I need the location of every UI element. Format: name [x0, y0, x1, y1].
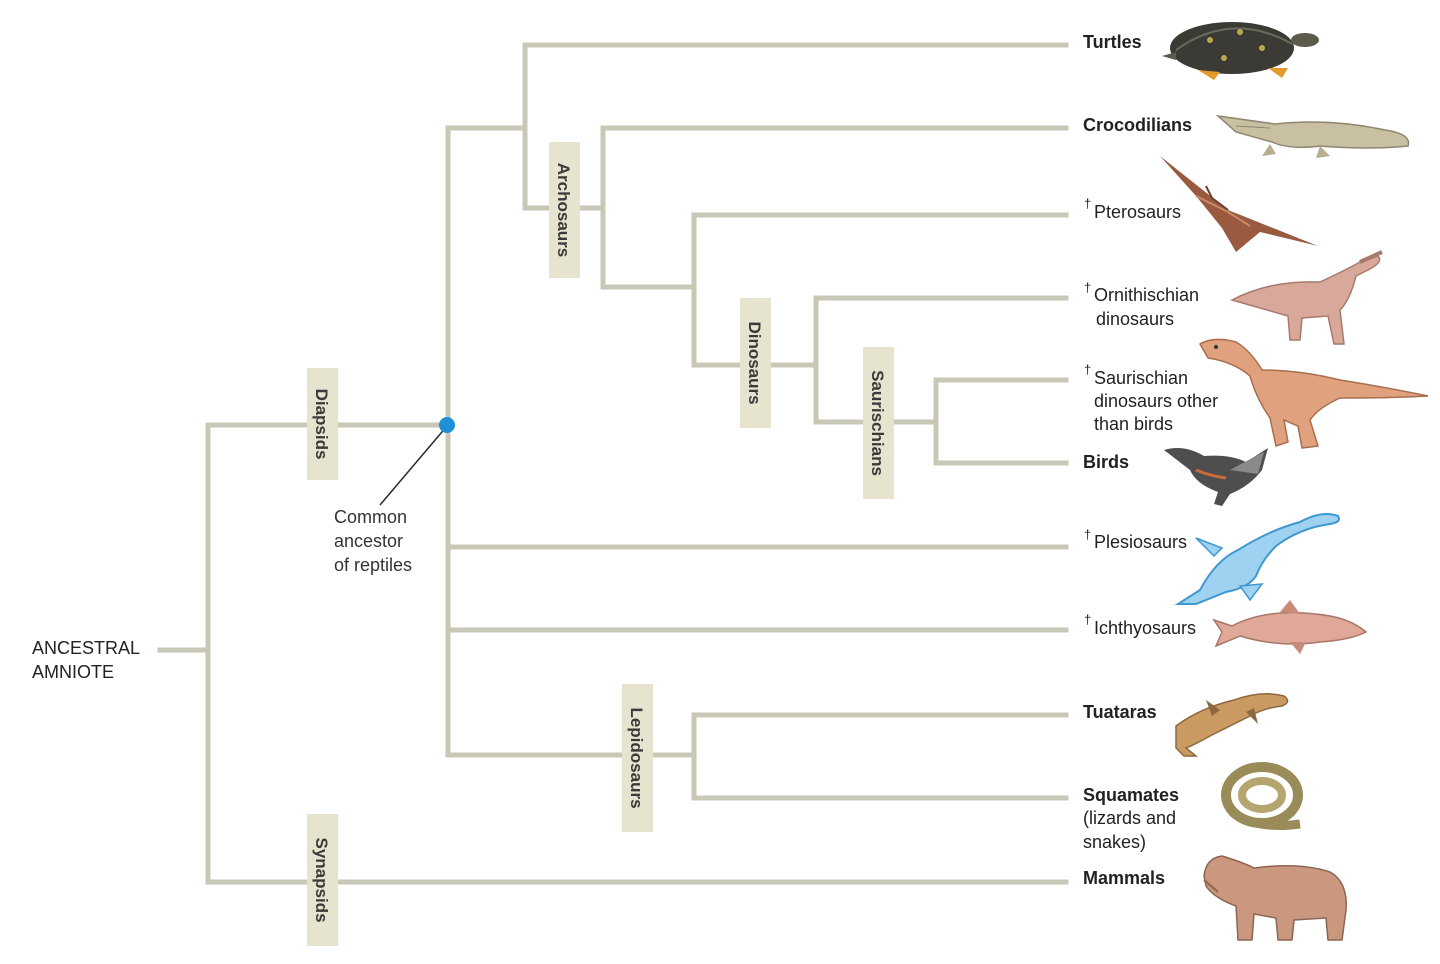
saurischian-icon	[1198, 338, 1429, 449]
root-label: ANCESTRAL AMNIOTE	[32, 638, 140, 682]
taxon-labels: Turtles Crocodilians † Pterosaurs † Orni…	[1083, 32, 1218, 888]
ornithischian-icon	[1229, 250, 1383, 345]
turtle-icon	[1162, 22, 1319, 80]
ancestor-note-line2: ancestor	[334, 531, 403, 551]
pterosaur-icon	[1160, 156, 1318, 252]
ancestor-note-line1: Common	[334, 507, 407, 527]
common-ancestor-note: Common ancestor of reptiles	[334, 507, 412, 575]
root-label-line2: AMNIOTE	[32, 662, 114, 682]
taxon-crocodilians: Crocodilians	[1083, 115, 1192, 135]
tree-branches	[157, 42, 1069, 885]
ancestor-note-line3: of reptiles	[334, 555, 412, 575]
taxon-saurischians-line2: dinosaurs other	[1094, 391, 1218, 411]
svg-text:Lepidosaurs: Lepidosaurs	[627, 707, 646, 808]
svg-text:Saurischians: Saurischians	[868, 370, 887, 476]
svg-text:Dinosaurs: Dinosaurs	[745, 321, 764, 404]
hippo-icon	[1203, 855, 1347, 941]
taxon-tuataras: Tuataras	[1083, 702, 1157, 722]
taxon-mammals: Mammals	[1083, 868, 1165, 888]
extinct-marker-ichthyosaurs: †	[1084, 612, 1091, 627]
ancestor-pointer	[379, 425, 448, 506]
clade-label-lepidosaurs: Lepidosaurs	[622, 684, 653, 832]
taxon-ornithischians-line1: Ornithischian	[1094, 285, 1199, 305]
common-ancestor-node	[439, 417, 455, 433]
clade-label-archosaurs: Archosaurs	[549, 142, 580, 278]
root-label-line1: ANCESTRAL	[32, 638, 140, 658]
plesiosaur-icon	[1174, 513, 1340, 605]
taxon-ichthyosaurs: Ichthyosaurs	[1094, 618, 1196, 638]
bird-icon	[1164, 448, 1268, 506]
svg-text:Diapsids: Diapsids	[312, 389, 331, 460]
extinct-marker-plesiosaurs: †	[1084, 527, 1091, 542]
clade-label-dinosaurs: Dinosaurs	[740, 298, 771, 428]
tuatara-icon	[1175, 693, 1289, 757]
clade-label-synapsids: Synapsids	[307, 814, 338, 946]
taxon-plesiosaurs: Plesiosaurs	[1094, 532, 1187, 552]
clade-label-saurischians: Saurischians	[863, 347, 894, 499]
extinct-marker-pterosaurs: †	[1084, 196, 1091, 211]
clade-label-diapsids: Diapsids	[307, 368, 338, 480]
crocodile-icon	[1215, 114, 1410, 158]
snake-icon	[1221, 762, 1303, 830]
svg-text:Synapsids: Synapsids	[312, 837, 331, 922]
taxon-squamates-line1: Squamates	[1083, 785, 1179, 805]
taxon-birds: Birds	[1083, 452, 1129, 472]
taxon-squamates-line2: (lizards and	[1083, 808, 1176, 828]
extinct-marker-saurischians: †	[1084, 362, 1091, 377]
ichthyosaur-icon	[1212, 600, 1368, 654]
taxon-pterosaurs: Pterosaurs	[1094, 202, 1181, 222]
svg-text:Archosaurs: Archosaurs	[554, 163, 573, 257]
taxon-saurischians-line1: Saurischian	[1094, 368, 1188, 388]
taxon-saurischians-line3: than birds	[1094, 414, 1173, 434]
taxon-ornithischians-line2: dinosaurs	[1096, 309, 1174, 329]
extinct-marker-ornithischians: †	[1084, 280, 1091, 295]
taxon-squamates-line3: snakes)	[1083, 832, 1146, 852]
taxon-turtles: Turtles	[1083, 32, 1142, 52]
